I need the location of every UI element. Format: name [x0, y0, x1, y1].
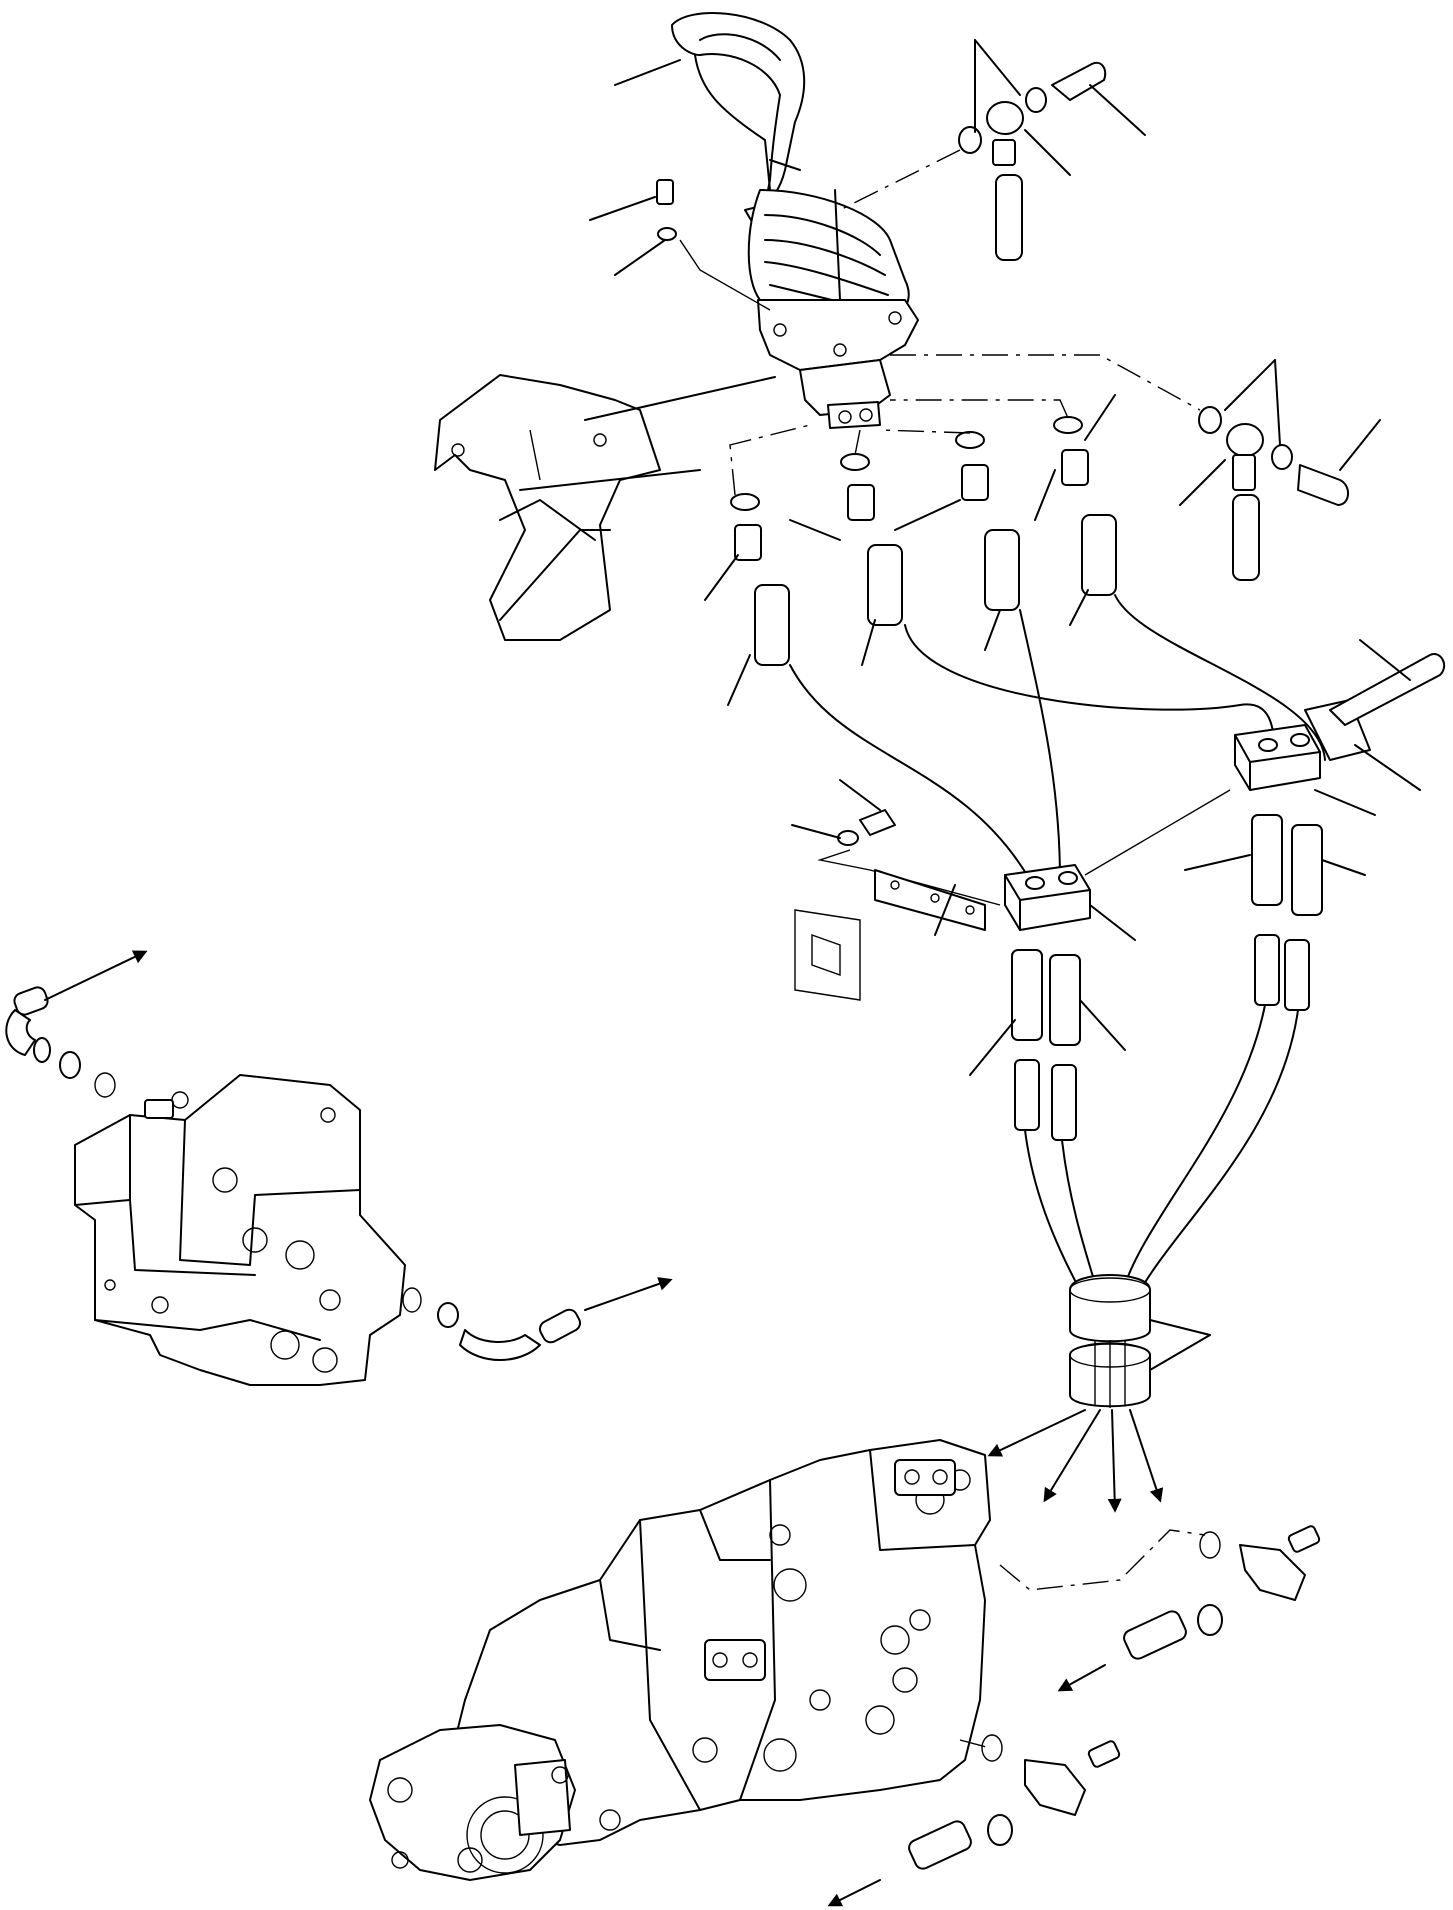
washer-top	[614, 227, 771, 311]
pilot-control-valve	[757, 299, 919, 429]
lever-boot	[747, 189, 910, 335]
banjo-fitting-right	[890, 354, 1381, 581]
hose-band	[1069, 1274, 1211, 1408]
valve-bracket	[434, 374, 776, 641]
hose-adapter-4	[890, 394, 1117, 626]
hose-clamp-block-right	[1084, 639, 1446, 1011]
hose-adapter-3	[879, 429, 1020, 651]
hose-adapter-1	[704, 424, 811, 706]
banjo-fitting-upper	[839, 39, 1146, 261]
main-control-valve	[369, 1439, 991, 1881]
hose-adapter-2	[789, 429, 903, 666]
mounting-bolt-top	[589, 179, 674, 221]
pump-valve-assembly	[74, 1074, 406, 1386]
hose-clamp-block-left	[791, 779, 1136, 1141]
